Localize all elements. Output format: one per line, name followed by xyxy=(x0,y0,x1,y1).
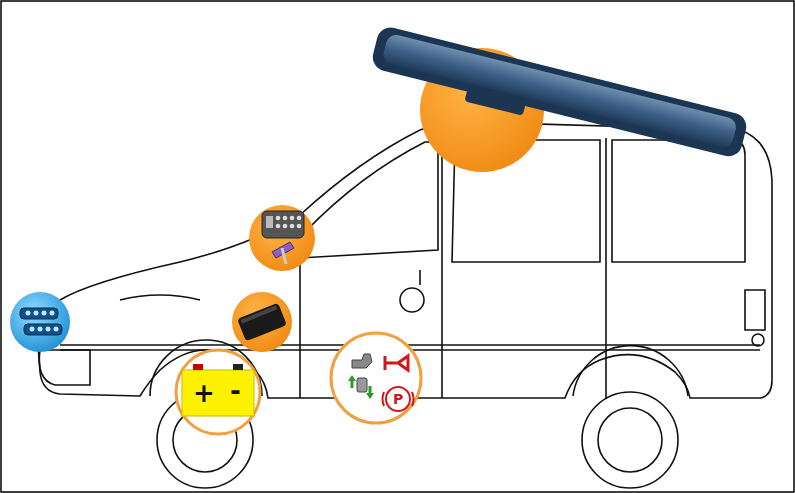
van-outline xyxy=(38,122,772,488)
battery-terminal xyxy=(193,364,203,370)
battery xyxy=(182,370,254,416)
battery-minus: - xyxy=(230,378,241,404)
control-box-circle xyxy=(232,292,292,352)
control-box xyxy=(237,303,287,342)
front-lights-circle xyxy=(10,292,70,352)
light-bar xyxy=(367,25,749,169)
parking-brake-letter: P xyxy=(393,392,403,406)
controller-circle xyxy=(249,205,315,271)
input-icons xyxy=(348,354,414,411)
battery-circle xyxy=(176,350,260,434)
battery-terminal xyxy=(233,364,243,370)
battery-plus: + xyxy=(193,380,215,406)
keypad-icon xyxy=(262,211,304,264)
inputs-circle xyxy=(331,333,421,423)
front-lights xyxy=(20,308,62,335)
